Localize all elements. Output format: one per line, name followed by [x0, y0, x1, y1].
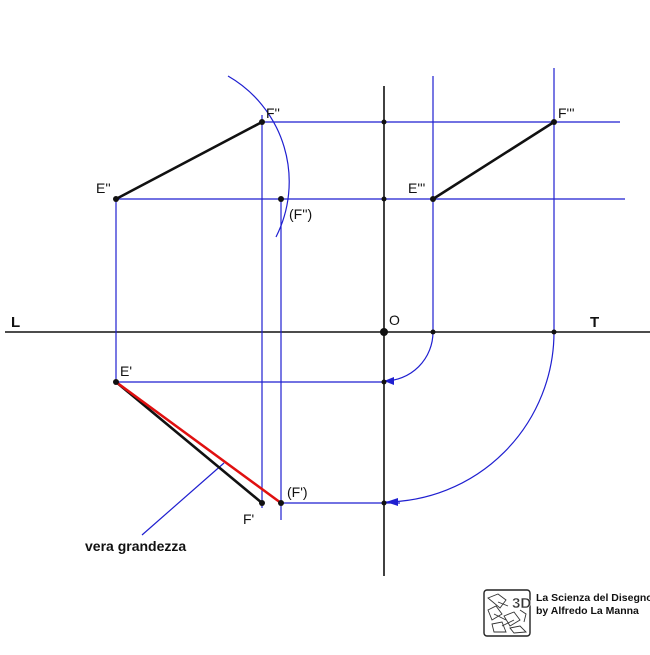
edges [114, 120, 556, 505]
svg-text:3D: 3D [512, 595, 531, 612]
edge-front-view [114, 120, 264, 201]
point-F1 [259, 500, 265, 506]
rotation-arc-e-quarter [383, 331, 434, 382]
arrowhead-f [386, 498, 398, 506]
points [113, 119, 557, 506]
label-F1: F' [243, 511, 254, 527]
point-F1-rot [278, 500, 284, 506]
point-axis-e2 [381, 196, 387, 202]
label-E2: E'' [96, 180, 111, 196]
credit-line-2: by Alfredo La Manna [536, 605, 639, 617]
label-L: L [11, 314, 20, 331]
3d-logo-icon: 3D [483, 589, 532, 637]
credit-line-1: La Scienza del Disegno [536, 592, 650, 604]
label-F1-rot: (F') [287, 484, 308, 500]
point-F2-rot [278, 196, 284, 202]
point-F2 [259, 119, 265, 125]
callout-leader-line [141, 462, 225, 536]
point-F3 [551, 119, 557, 125]
rotation-arc-f2 [227, 75, 290, 238]
point-E1 [113, 379, 119, 385]
point-E3 [430, 196, 436, 202]
callout-true-length: vera grandezza [85, 538, 186, 554]
edge-top-view [114, 380, 264, 505]
edge-side-view [431, 120, 556, 201]
arrowhead-e [384, 377, 394, 385]
rotation-arc-f-quarter [383, 331, 555, 503]
point-lt-e3 [430, 329, 436, 335]
label-E1: E' [120, 363, 132, 379]
point-axis-f2 [381, 119, 387, 125]
label-T: T [590, 314, 599, 331]
point-axis-e1 [381, 379, 387, 385]
point-lt-f3 [551, 329, 557, 335]
label-F2-rot: (F'') [289, 206, 312, 222]
label-E3: E''' [408, 180, 425, 196]
label-F3: F''' [558, 105, 575, 121]
point-O [380, 328, 388, 336]
arrowheads [384, 377, 398, 506]
true-length-edge [114, 380, 283, 505]
construction-lines [115, 68, 625, 536]
point-E2 [113, 196, 119, 202]
label-O: O [389, 312, 400, 328]
point-axis-f1 [381, 500, 387, 506]
label-F2: F'' [266, 105, 280, 121]
